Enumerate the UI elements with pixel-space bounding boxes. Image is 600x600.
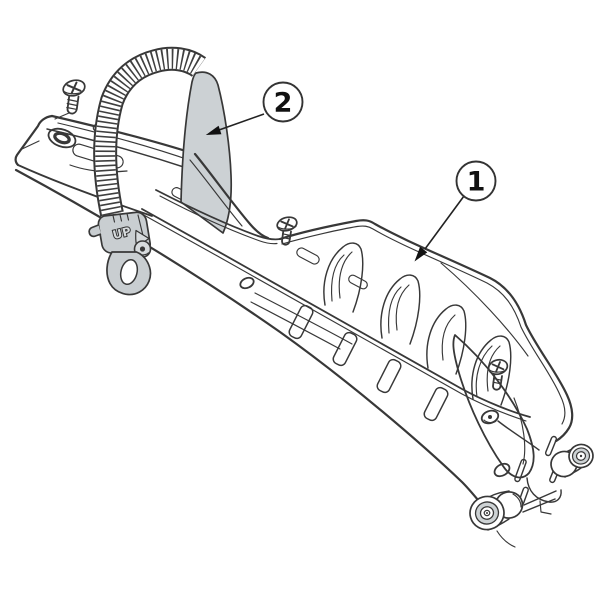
callout-1: 1 xyxy=(414,160,497,262)
callout-1-leader xyxy=(424,195,465,250)
buckle-up-label: UP xyxy=(111,224,133,242)
callout-1-circle xyxy=(455,160,497,202)
tray-top-edges xyxy=(155,152,574,443)
screw-top-left xyxy=(62,79,86,115)
callout-2: 2 xyxy=(205,81,304,135)
pivot-rivet xyxy=(480,409,540,451)
roller-right xyxy=(550,443,594,478)
plate-slot xyxy=(47,127,77,149)
tray-lower-tabs xyxy=(288,304,449,422)
strap-inner-face xyxy=(180,71,233,234)
callout-1-number: 1 xyxy=(467,167,486,198)
screws xyxy=(62,79,509,391)
callout-1-arrow-icon xyxy=(414,246,428,262)
callout-2-arrow-icon xyxy=(205,125,222,135)
wheel-cradle-arch xyxy=(452,334,562,506)
callout-2-leader xyxy=(218,113,265,131)
callout-2-circle xyxy=(262,81,304,123)
ratchet-strap: UP xyxy=(88,46,233,296)
tray-fins xyxy=(323,242,512,406)
screw-right xyxy=(487,358,509,391)
tray-rail xyxy=(141,208,531,418)
callout-2-number: 2 xyxy=(274,88,293,119)
roller-left xyxy=(469,490,524,548)
roller-bracket xyxy=(512,477,562,515)
screw-middle xyxy=(276,216,298,246)
wall-hole xyxy=(239,276,255,290)
strap-toothed-band xyxy=(93,46,207,217)
bracket-hole xyxy=(493,462,511,478)
strap-buckle: UP xyxy=(88,211,152,296)
